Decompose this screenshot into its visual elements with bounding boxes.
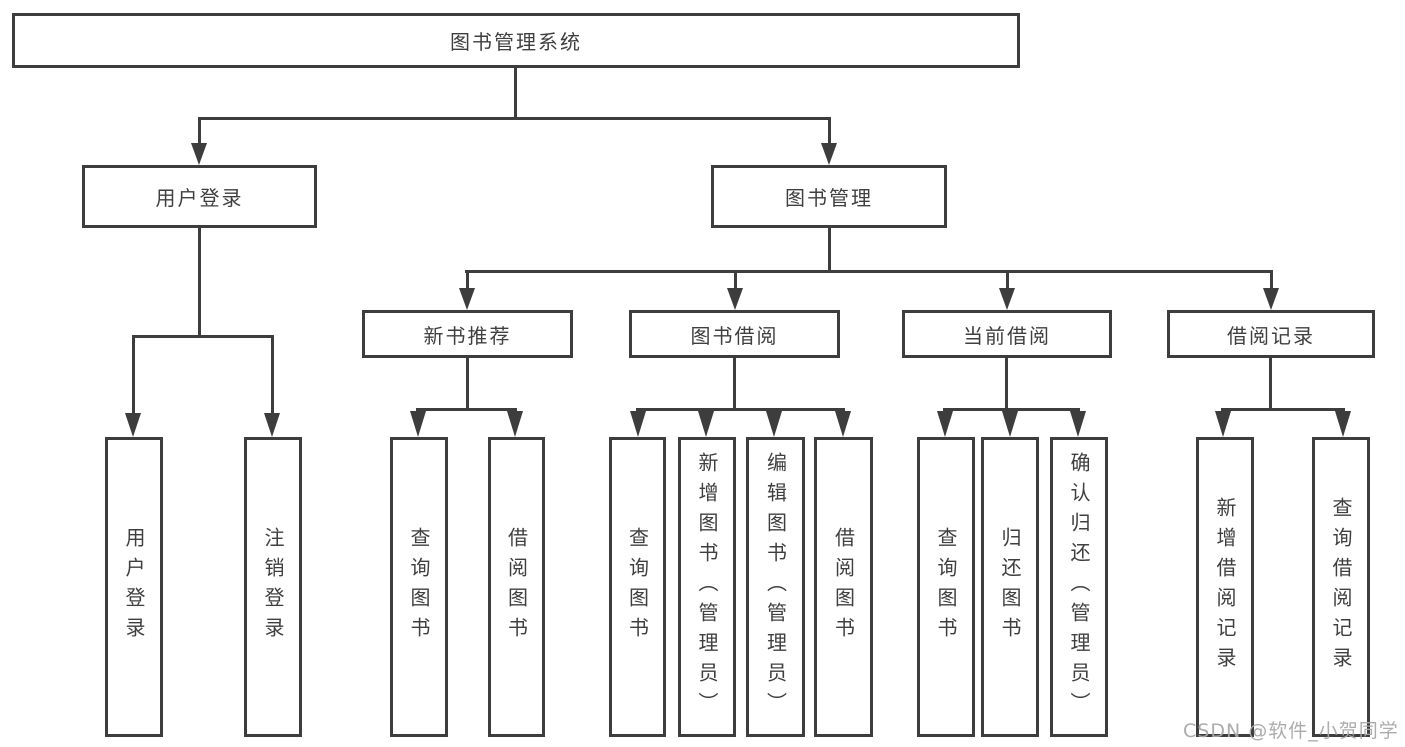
leaf-add-borrow-record: 新增借阅记录 bbox=[1196, 437, 1254, 737]
connector-line bbox=[466, 358, 469, 411]
arrow-down-icon bbox=[630, 411, 646, 437]
node-user-login: 用户登录 bbox=[82, 165, 317, 228]
connector-line bbox=[198, 117, 831, 120]
connector-line bbox=[1006, 273, 1009, 289]
connector-line bbox=[416, 408, 517, 411]
arrow-down-icon bbox=[410, 411, 426, 437]
arrow-down-icon bbox=[1002, 411, 1018, 437]
connector-line bbox=[198, 120, 201, 145]
connector-line bbox=[132, 335, 274, 338]
connector-line bbox=[271, 338, 274, 414]
leaf-confirm-return-admin: 确认归还（管理员） bbox=[1050, 437, 1108, 737]
leaf-edit-book-admin: 编辑图书（管理员） bbox=[746, 437, 805, 737]
csdn-watermark: CSDN @软件_小贺同学 bbox=[1183, 720, 1399, 742]
leaf-borrow-book: 借阅图书 bbox=[814, 437, 873, 737]
arrow-down-icon bbox=[1215, 411, 1231, 437]
arrow-down-icon bbox=[999, 288, 1015, 310]
connector-line bbox=[1221, 408, 1345, 411]
connector-line bbox=[466, 273, 469, 289]
connector-line bbox=[828, 228, 831, 272]
connector-line bbox=[636, 408, 845, 411]
arrow-down-icon bbox=[698, 411, 714, 437]
connector-line bbox=[514, 68, 517, 119]
connector-line bbox=[198, 228, 201, 338]
connector-line bbox=[828, 120, 831, 145]
arrow-down-icon bbox=[1335, 411, 1351, 437]
node-book-management: 图书管理 bbox=[711, 165, 947, 228]
arrow-down-icon bbox=[1263, 288, 1279, 310]
leaf-query-books-borrow: 查询图书 bbox=[609, 437, 666, 737]
arrow-down-icon bbox=[191, 143, 207, 165]
arrow-down-icon bbox=[766, 411, 782, 437]
node-book-borrow: 图书借阅 bbox=[629, 310, 840, 358]
arrow-down-icon bbox=[937, 411, 953, 437]
connector-line bbox=[733, 358, 736, 411]
arrow-down-icon bbox=[835, 411, 851, 437]
arrow-down-icon bbox=[264, 413, 280, 437]
arrow-down-icon bbox=[459, 288, 475, 310]
connector-line bbox=[1269, 358, 1272, 411]
arrow-down-icon bbox=[821, 143, 837, 165]
connector-line bbox=[132, 338, 135, 414]
node-current-borrow: 当前借阅 bbox=[902, 310, 1112, 358]
connector-line bbox=[465, 270, 1273, 273]
node-library-system: 图书管理系统 bbox=[12, 13, 1020, 68]
leaf-user-login: 用户登录 bbox=[105, 437, 163, 737]
node-borrow-record: 借阅记录 bbox=[1167, 310, 1375, 358]
connector-line bbox=[1005, 358, 1008, 411]
connector-line bbox=[734, 273, 737, 289]
leaf-query-borrow-record: 查询借阅记录 bbox=[1312, 437, 1370, 737]
leaf-return-book: 归还图书 bbox=[981, 437, 1039, 737]
leaf-borrow-books-recommend: 借阅图书 bbox=[488, 437, 545, 737]
arrow-down-icon bbox=[727, 288, 743, 310]
leaf-query-books-current: 查询图书 bbox=[917, 437, 975, 737]
leaf-query-books-recommend: 查询图书 bbox=[390, 437, 448, 737]
leaf-logout: 注销登录 bbox=[244, 437, 302, 737]
arrow-down-icon bbox=[125, 413, 141, 437]
leaf-add-book-admin: 新增图书（管理员） bbox=[678, 437, 736, 737]
node-new-book-recommend: 新书推荐 bbox=[362, 310, 573, 358]
arrow-down-icon bbox=[1070, 411, 1086, 437]
arrow-down-icon bbox=[507, 411, 523, 437]
connector-line bbox=[943, 408, 1080, 411]
connector-line bbox=[1270, 273, 1273, 289]
